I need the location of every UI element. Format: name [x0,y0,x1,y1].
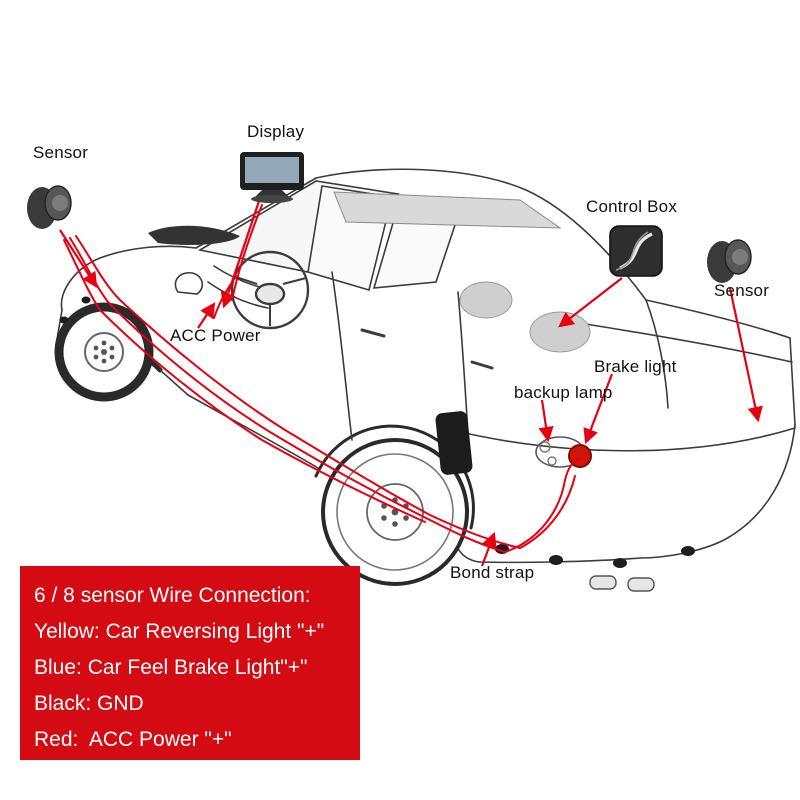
sensor-left-label: Sensor [33,143,89,162]
rear-side-vent [435,411,473,475]
display-icon [240,152,304,203]
rear-sensor-icon [707,239,752,283]
sensor-right-label: Sensor [714,281,770,300]
acc-power-label: ACC Power [170,326,261,345]
bond-strap-label: Bond strap [450,563,535,582]
arrow-acc-power [197,302,216,329]
display-label: Display [247,122,305,141]
front-sensor-icon [27,185,72,229]
info-line-red: Red: ACC Power "+" [34,728,232,751]
info-line-blue: Blue: Car Feel Brake Light"+" [34,656,308,679]
arrow-backup-lamp [538,399,554,443]
sunroof-panel [333,191,562,229]
arrow-sensor-right [728,287,763,423]
control-box-icon [609,225,663,277]
wire-connection-info-box: 6 / 8 sensor Wire Connection: Yellow: Ca… [20,566,360,760]
tail-light-cluster [535,436,592,468]
arrow-display [220,197,262,309]
backup-lamp-label: backup lamp [514,383,613,402]
info-line-black: Black: GND [34,692,144,715]
exhaust-tips [589,575,655,592]
arrow-sensor-left [59,229,98,288]
arrow-brake-light [583,373,614,445]
rear-wheel [321,438,469,586]
front-wheel [54,302,154,402]
info-line-title: 6 / 8 sensor Wire Connection: [34,584,311,607]
arrow-bond-strap [480,531,497,567]
brake-light-label: Brake light [594,357,677,376]
control-box-label: Control Box [586,197,678,216]
info-line-yellow: Yellow: Car Reversing Light "+" [34,620,325,643]
callout-arrows [59,197,763,567]
arrow-control-box [558,277,623,328]
